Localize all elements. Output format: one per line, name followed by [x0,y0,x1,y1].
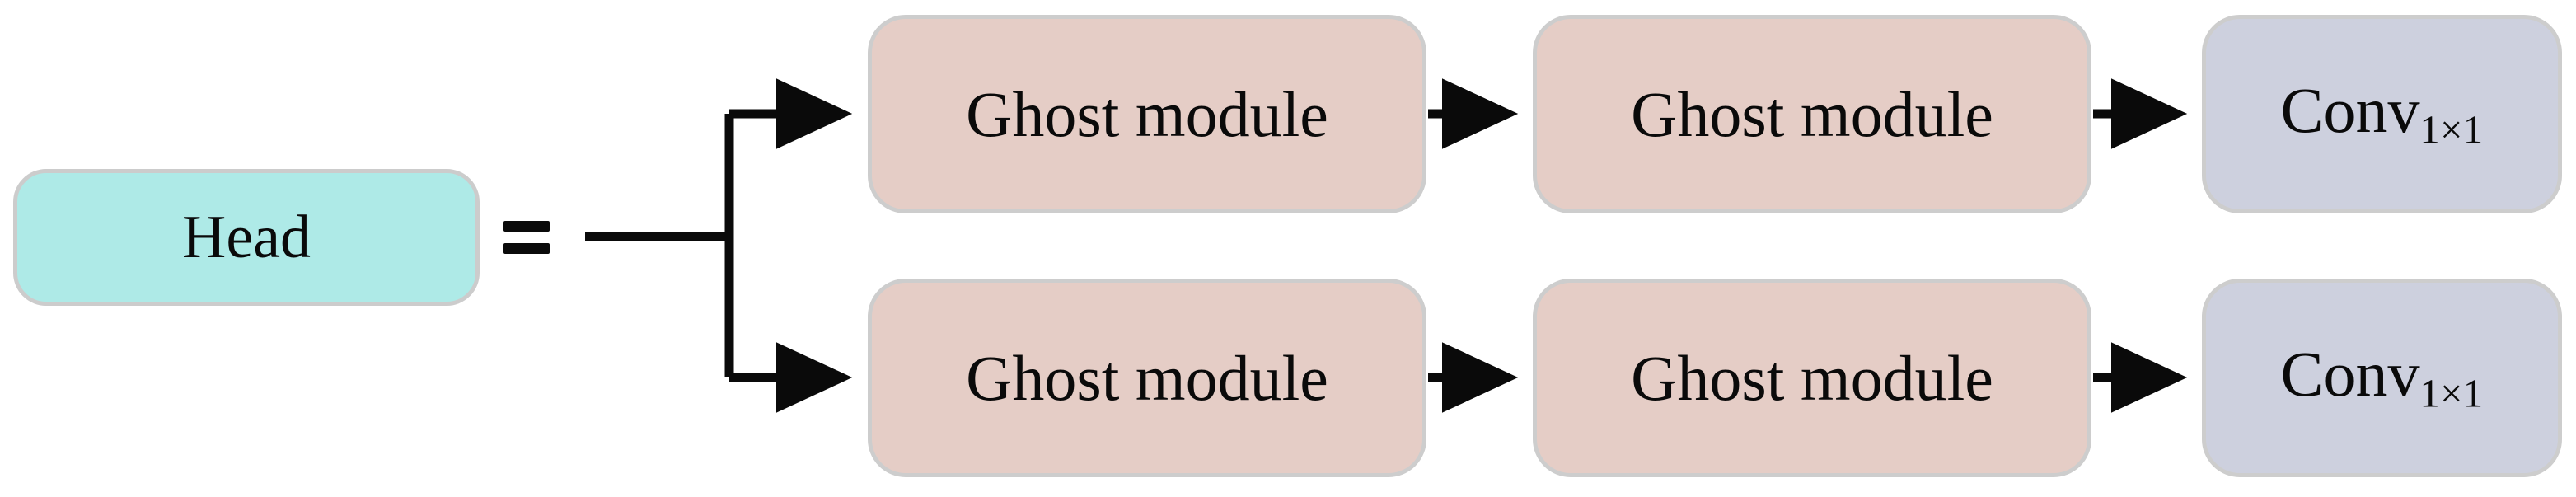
node-ghost-module-bottom-1[interactable]: Ghost module [868,279,1426,477]
node-head[interactable]: Head [13,169,480,306]
node-conv-top[interactable]: Conv1×1 [2202,15,2562,213]
equals-sign [503,216,550,259]
node-ghost-module-top-1-label: Ghost module [966,77,1328,150]
node-head-label: Head [181,204,311,271]
node-ghost-module-bottom-2[interactable]: Ghost module [1533,279,2091,477]
node-conv-bottom-base: Conv [2280,337,2420,410]
equals-bar-lower [503,243,550,254]
equals-bar-upper [503,221,550,232]
node-conv-bottom[interactable]: Conv1×1 [2202,279,2562,477]
node-conv-bottom-subscript: 1×1 [2419,372,2484,416]
node-ghost-module-bottom-1-label: Ghost module [966,341,1328,414]
node-conv-top-base: Conv [2280,73,2420,146]
node-conv-bottom-label: Conv1×1 [2280,341,2484,416]
node-conv-top-label: Conv1×1 [2280,77,2484,152]
fork-connector [585,78,853,413]
node-ghost-module-top-2-label: Ghost module [1631,77,1993,150]
node-ghost-module-top-1[interactable]: Ghost module [868,15,1426,213]
node-ghost-module-bottom-2-label: Ghost module [1631,341,1993,414]
node-ghost-module-top-2[interactable]: Ghost module [1533,15,2091,213]
node-conv-top-subscript: 1×1 [2419,108,2484,152]
